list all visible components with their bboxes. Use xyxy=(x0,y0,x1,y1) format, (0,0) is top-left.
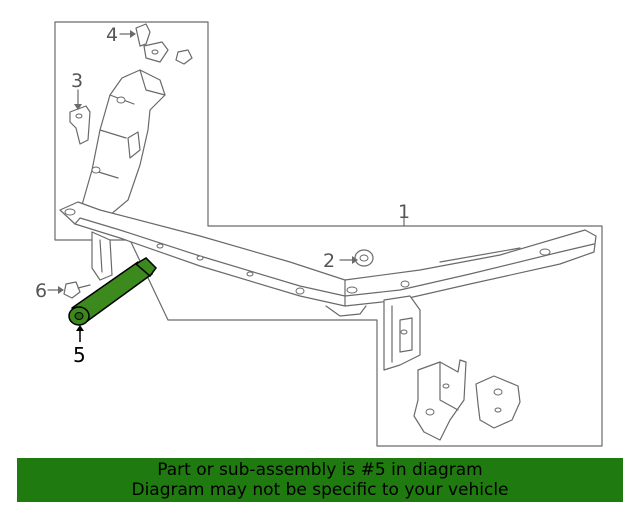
radiator-support-upper-arm xyxy=(81,69,166,216)
radiator-support-cross-member xyxy=(59,201,597,317)
clip-part-2 xyxy=(354,249,374,267)
bolt-part-6 xyxy=(63,281,91,299)
center-latch-bracket xyxy=(383,295,421,371)
highlighted-part-5-bar xyxy=(68,257,157,326)
banner-line-2: Diagram may not be specific to your vehi… xyxy=(131,480,509,500)
callout-5: 5 xyxy=(73,343,86,367)
banner-line-1: Part or sub-assembly is #5 in diagram xyxy=(157,460,483,480)
callout-1: 1 xyxy=(398,201,410,223)
lower-mount-bracket-right xyxy=(475,375,521,429)
bolt-near-part-4 xyxy=(175,49,193,65)
info-banner: Part or sub-assembly is #5 in diagram Di… xyxy=(17,458,623,502)
callout-3: 3 xyxy=(71,70,83,92)
lower-mount-bracket-left xyxy=(413,359,467,441)
callout-leaders xyxy=(47,30,405,342)
lower-left-bracket xyxy=(91,231,113,281)
bracket-part-3 xyxy=(69,105,91,145)
callout-4: 4 xyxy=(106,24,118,46)
clip-part-4 xyxy=(135,23,169,63)
callout-6: 6 xyxy=(35,280,47,302)
callout-2: 2 xyxy=(323,250,335,272)
